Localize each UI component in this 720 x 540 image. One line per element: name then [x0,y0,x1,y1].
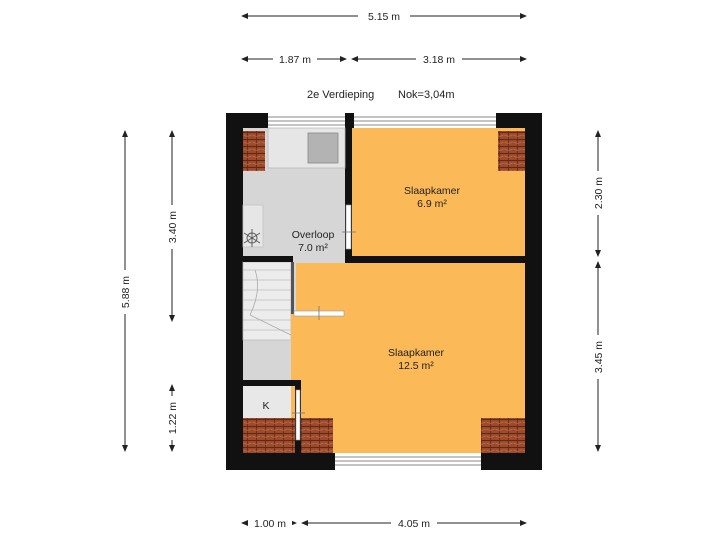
door-landing-small-bedroom [342,204,356,250]
closet-floor [243,386,295,418]
dim-right-upper: 2.30 m [593,177,605,209]
ridge-height-label: Nok=3,04m [398,89,455,101]
floor-label: 2e Verdieping [307,89,374,101]
closet-label: K [262,400,269,412]
landing-name: Overloop [292,229,335,241]
plan-body: Slaapkamer 6.9 m² Slaapkamer 12.5 m² Ove… [226,113,542,470]
door-closet [292,389,305,441]
roof-tiles-bottom-right [481,418,525,453]
dim-top-left: 1.87 m [279,54,311,66]
boiler-unit [307,132,339,164]
dim-left-lower: 1.22 m [167,402,179,434]
wall-closet-top [243,380,301,386]
dim-left-upper: 3.40 m [167,211,179,243]
window-top [354,113,496,128]
dim-right-lower: 3.45 m [593,341,605,373]
door-landing-large-bedroom [293,306,345,320]
dimension-labels: 5.15 m 1.87 m 3.18 m 1.00 m 4.05 m 5.88 … [118,9,605,530]
roof-tiles-top-left [243,131,265,171]
roof-tiles-bottom-left [243,418,295,453]
window-bottom [335,453,481,470]
staircase [242,261,292,341]
bedroom-large-area: 12.5 m² [398,360,434,372]
bedroom-small-floor [352,128,525,256]
roof-tiles-top-right [498,131,525,171]
plant-icon [243,229,261,247]
landing-area: 7.0 m² [298,242,328,254]
bedroom-large-name: Slaapkamer [388,347,445,359]
wall-landing-bedroom [345,113,352,263]
wall-between-bedrooms [345,256,525,263]
dim-top-right: 3.18 m [423,54,455,66]
bedroom-small-name: Slaapkamer [404,185,461,197]
roof-tiles-bottom-mid [301,418,333,453]
bedroom-small-area: 6.9 m² [417,198,447,210]
dim-top-total: 5.15 m [368,11,400,23]
dim-left-total: 5.88 m [120,276,132,308]
window-top-landing [268,113,345,128]
dim-bottom-left: 1.00 m [254,518,286,530]
dim-bottom-right: 4.05 m [398,518,430,530]
